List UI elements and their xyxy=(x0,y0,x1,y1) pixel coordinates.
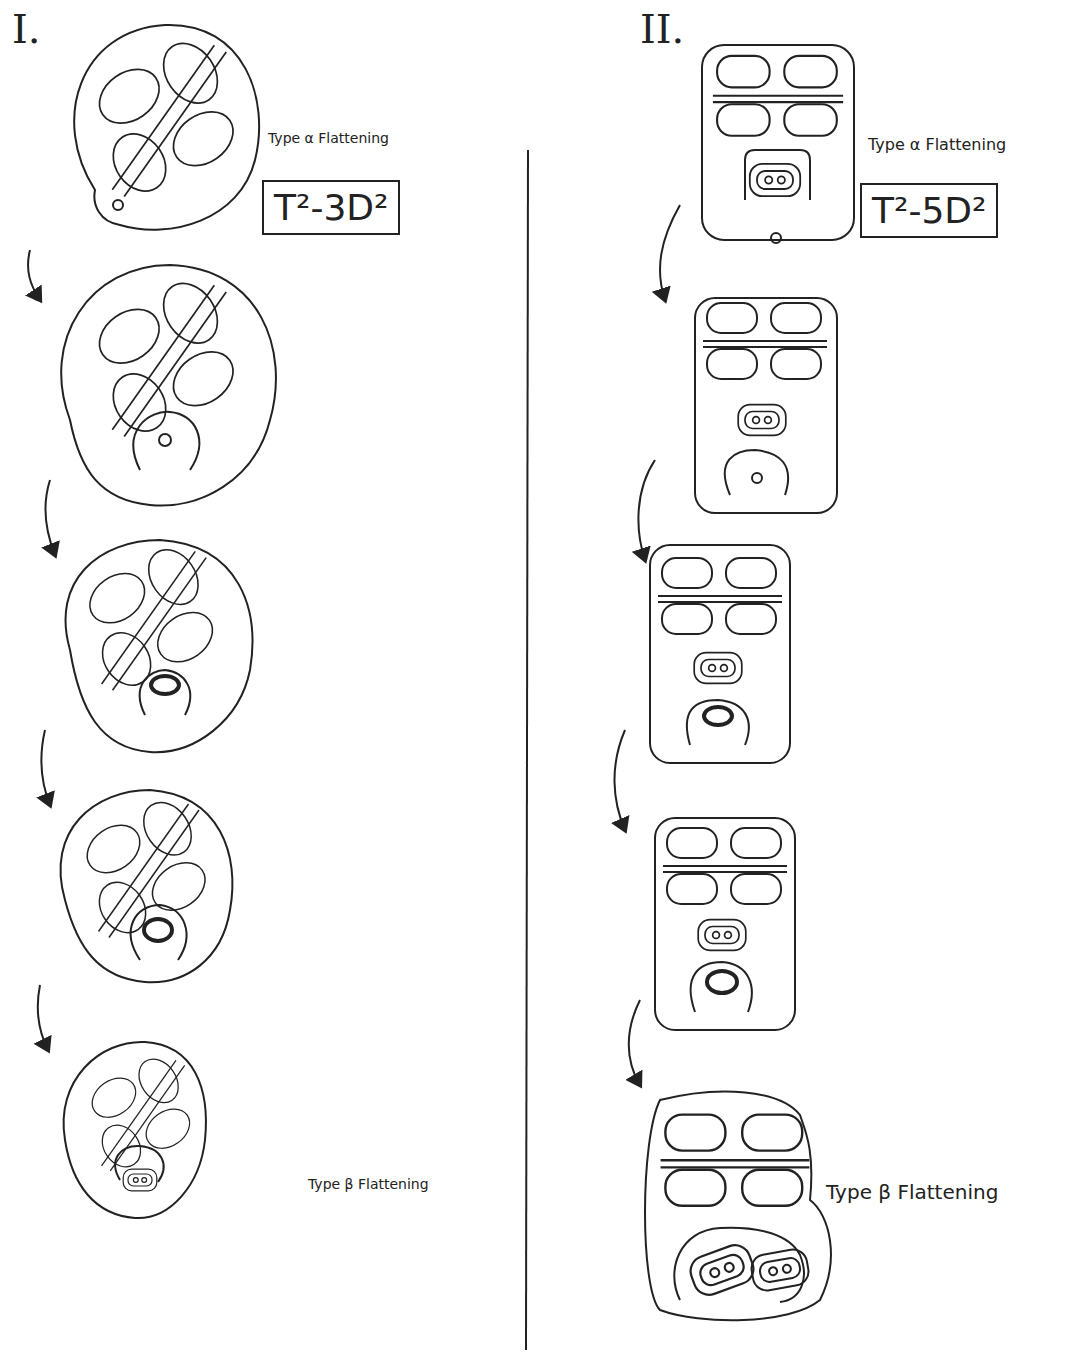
formula-box: T²-5D² xyxy=(860,183,998,238)
formula-text: T²-3D² xyxy=(274,186,388,229)
stage-label: Type β Flattening xyxy=(308,1176,429,1192)
stage-label: Type α Flattening xyxy=(268,130,389,146)
stage-label: Type β Flattening xyxy=(826,1180,998,1204)
stage-label: Type α Flattening xyxy=(868,135,1006,154)
formula-box: T²-3D² xyxy=(262,180,400,235)
panel-number: I. xyxy=(12,6,41,52)
formula-text: T²-5D² xyxy=(872,189,986,232)
panel-number: II. xyxy=(640,6,684,52)
